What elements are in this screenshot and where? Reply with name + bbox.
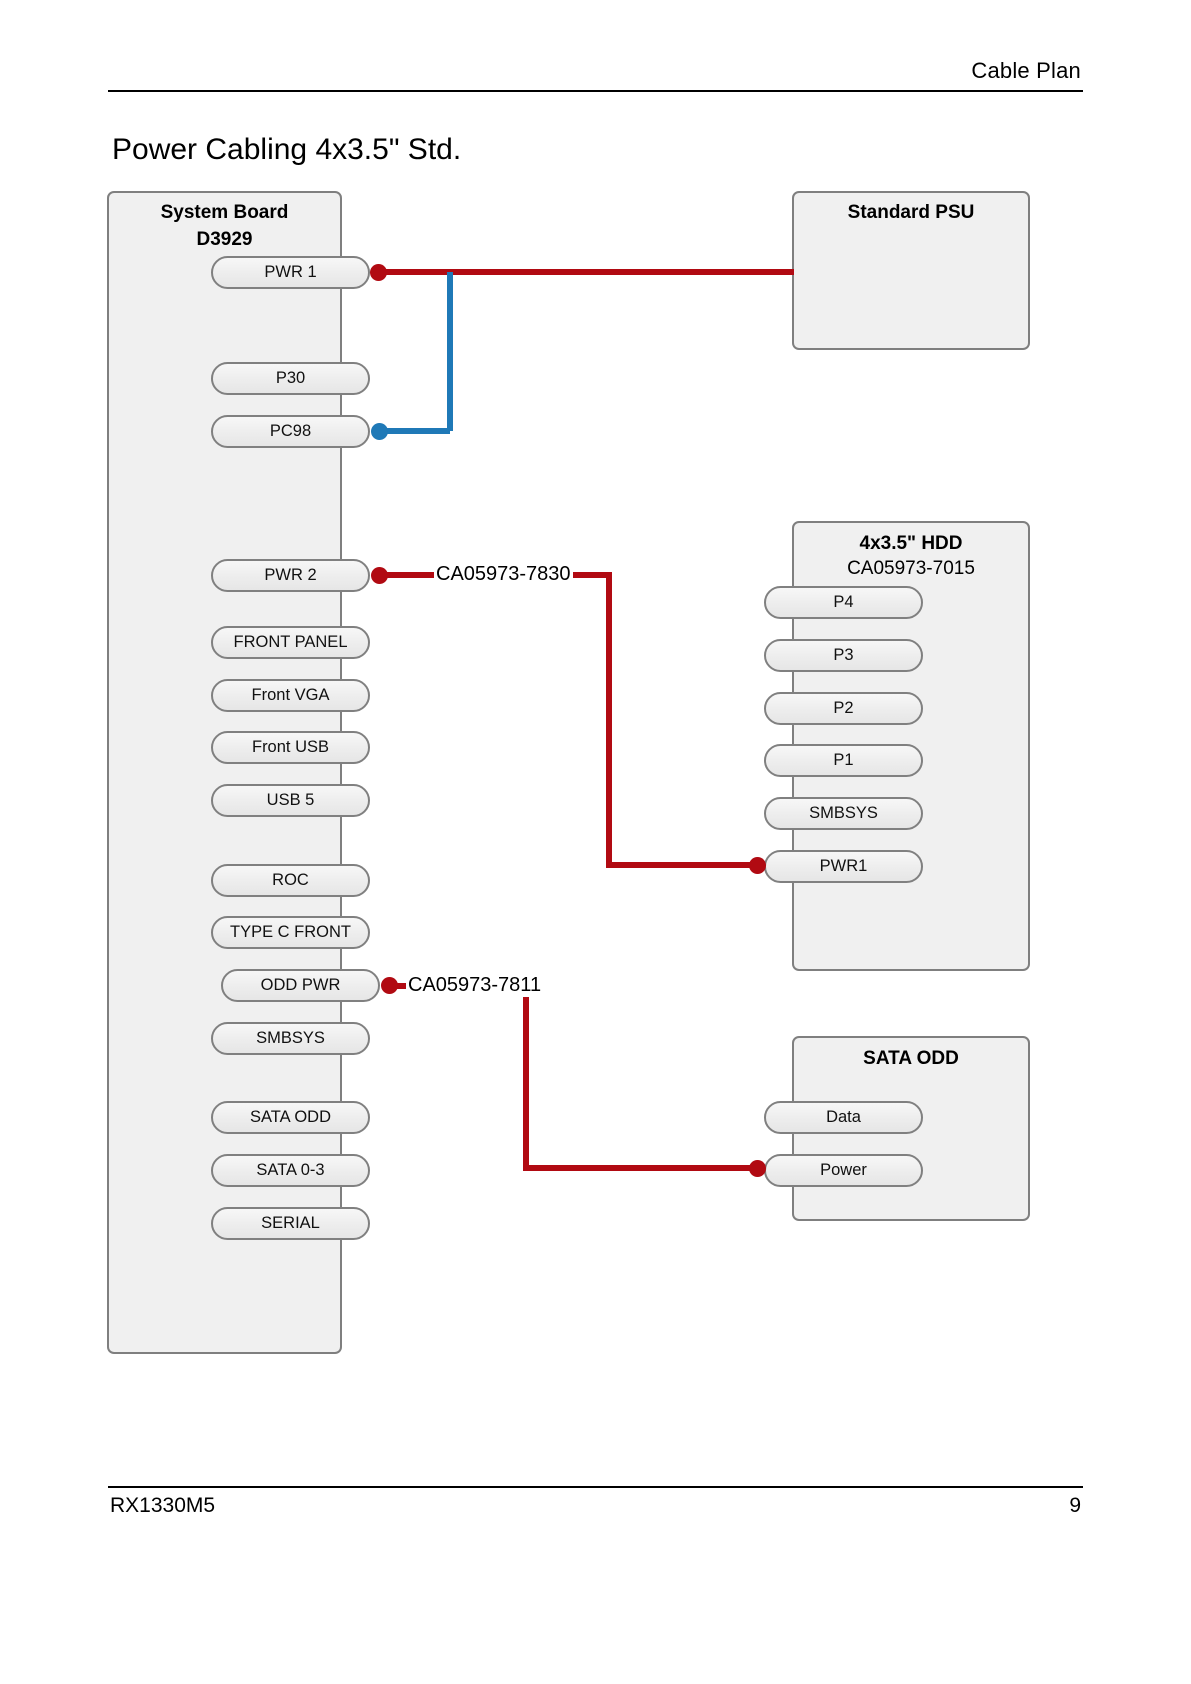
cable-endpoint-hdd-pwr1 — [749, 857, 766, 874]
sb-connector-pc98[interactable]: PC98 — [211, 415, 370, 448]
sb-connector-odd-pwr[interactable]: ODD PWR — [221, 969, 380, 1002]
cable-pwr1-to-psu — [376, 269, 794, 275]
page-title: Power Cabling 4x3.5" Std. — [112, 133, 462, 166]
sb-connector-type-c-front[interactable]: TYPE C FRONT — [211, 916, 370, 949]
cable-endpoint-odd-power — [749, 1160, 766, 1177]
sb-connector-roc[interactable]: ROC — [211, 864, 370, 897]
sb-connector-p30[interactable]: P30 — [211, 362, 370, 395]
footer-rule — [108, 1486, 1083, 1488]
hdd-connector-p1[interactable]: P1 — [764, 744, 923, 777]
sb-connector-front-panel[interactable]: FRONT PANEL — [211, 626, 370, 659]
hdd-subtitle: CA05973-7015 — [847, 558, 975, 579]
header-title: Cable Plan — [971, 58, 1081, 83]
standard-psu-box — [792, 191, 1030, 350]
footer-model: RX1330M5 — [110, 1494, 216, 1517]
cable-endpoint-pc98 — [371, 423, 388, 440]
cable-pwr2-segment-c — [606, 862, 762, 868]
hdd-connector-p4[interactable]: P4 — [764, 586, 923, 619]
hdd-connector-p2[interactable]: P2 — [764, 692, 923, 725]
odd-connector-data[interactable]: Data — [764, 1101, 923, 1134]
cable-label-ca05973-7830: CA05973-7830 — [434, 563, 573, 586]
cable-endpoint-odd-pwr — [381, 977, 398, 994]
cable-pc98-horizontal — [379, 428, 450, 434]
hdd-connector-smbsys[interactable]: SMBSYS — [764, 797, 923, 830]
sb-connector-front-usb[interactable]: Front USB — [211, 731, 370, 764]
sb-connector-sata-odd[interactable]: SATA ODD — [211, 1101, 370, 1134]
standard-psu-title: Standard PSU — [847, 202, 975, 223]
hdd-connector-pwr1[interactable]: PWR1 — [764, 850, 923, 883]
sata-odd-title: SATA ODD — [863, 1048, 959, 1069]
cable-label-ca05973-7811: CA05973-7811 — [406, 974, 544, 997]
sb-connector-serial[interactable]: SERIAL — [211, 1207, 370, 1240]
system-board-title: System Board — [160, 202, 289, 223]
sb-connector-usb5[interactable]: USB 5 — [211, 784, 370, 817]
cable-endpoint-pwr2 — [371, 567, 388, 584]
sb-connector-smbsys[interactable]: SMBSYS — [211, 1022, 370, 1055]
cable-oddpwr-segment-c — [523, 1165, 762, 1171]
system-board-subtitle: D3929 — [196, 229, 253, 250]
footer-page-number: 9 — [1069, 1494, 1081, 1517]
sb-connector-front-vga[interactable]: Front VGA — [211, 679, 370, 712]
hdd-connector-p3[interactable]: P3 — [764, 639, 923, 672]
header-rule — [108, 90, 1083, 92]
cable-endpoint-pwr1 — [370, 264, 387, 281]
sb-connector-pwr2[interactable]: PWR 2 — [211, 559, 370, 592]
cable-oddpwr-segment-b — [523, 983, 529, 1167]
odd-connector-power[interactable]: Power — [764, 1154, 923, 1187]
sb-connector-sata-0-3[interactable]: SATA 0-3 — [211, 1154, 370, 1187]
cable-pwr2-segment-b — [606, 572, 612, 868]
cable-pc98-vertical — [447, 272, 453, 431]
hdd-title: 4x3.5" HDD — [859, 533, 963, 554]
sb-connector-pwr1[interactable]: PWR 1 — [211, 256, 370, 289]
